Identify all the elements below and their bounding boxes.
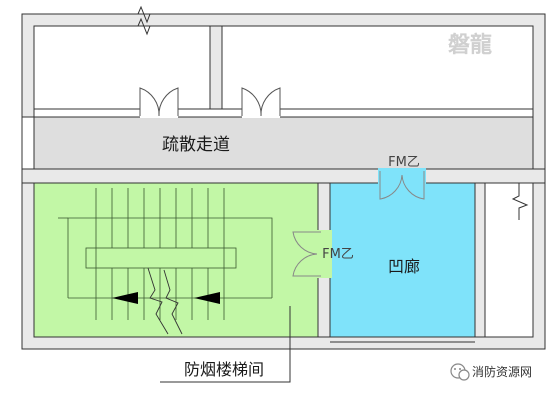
wechat-icon bbox=[450, 363, 470, 381]
stair-label: 防烟楼梯间 bbox=[184, 360, 264, 379]
break-mark-top-inner bbox=[128, 17, 160, 36]
stair-handrail-path bbox=[67, 217, 273, 298]
watermark-text: 磐龍 bbox=[448, 32, 492, 58]
evacuation-corridor bbox=[33, 116, 534, 170]
door-top-right-room bbox=[241, 87, 281, 118]
fire-door-label-top: FM乙 bbox=[388, 155, 420, 170]
stair-break-line-2 bbox=[163, 269, 183, 335]
triangle-arrow-icon bbox=[112, 292, 138, 304]
fire-door-alcove-stair bbox=[292, 230, 332, 278]
fire-door-corridor-alcove bbox=[378, 168, 426, 200]
stair-break-line bbox=[147, 267, 169, 335]
alcove-label: 凹廊 bbox=[388, 257, 420, 276]
triangle-arrow-icon bbox=[194, 292, 220, 304]
room-bottom-right bbox=[484, 182, 534, 338]
room-top-left bbox=[33, 25, 211, 110]
wall-corridor-bottom bbox=[21, 168, 546, 184]
fire-door-label-stair: FM乙 bbox=[322, 247, 354, 262]
stair-label-leader bbox=[160, 306, 291, 383]
break-mark-top bbox=[128, 5, 160, 24]
break-mark-right bbox=[511, 183, 529, 220]
room-top-right bbox=[221, 25, 534, 110]
corridor-label: 疏散走道 bbox=[162, 135, 230, 155]
corridor-end-opening bbox=[21, 116, 35, 170]
wall-top-divider bbox=[209, 25, 223, 110]
channel-name: 消防资源网 bbox=[472, 364, 532, 379]
door-top-left-room bbox=[139, 87, 179, 118]
wall-alcove-right bbox=[474, 182, 486, 338]
stair-landing-rail bbox=[85, 247, 237, 269]
